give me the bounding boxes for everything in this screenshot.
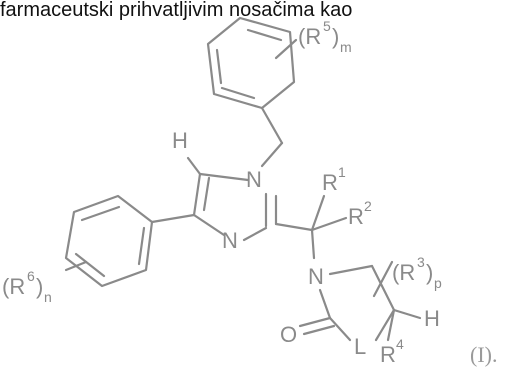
r6-substituent: (R 6 ) n — [2, 268, 52, 305]
svg-text:p: p — [434, 275, 442, 291]
c-n-ring-bond — [310, 228, 316, 260]
svg-text:4: 4 — [396, 336, 404, 352]
svg-text:(R: (R — [298, 24, 321, 49]
atom-oxygen: O — [280, 322, 297, 347]
caption-text: farmaceutski prihvatljivim nosačima kao — [0, 0, 352, 21]
c-r2-bond — [310, 216, 348, 232]
svg-text:): ) — [36, 274, 43, 299]
svg-text:R: R — [380, 342, 396, 367]
svg-text:(R: (R — [392, 260, 415, 285]
carbonyl-double-bond — [302, 324, 336, 336]
svg-text:R: R — [322, 170, 338, 195]
svg-text:(R: (R — [2, 274, 25, 299]
svg-text:1: 1 — [338, 164, 346, 180]
lower-phenyl-ring — [64, 194, 154, 288]
atom-n-imidazole-3: N — [222, 228, 238, 253]
stereo-r4-bond — [386, 308, 396, 342]
svg-text:2: 2 — [364, 198, 372, 214]
atom-n-imidazole-1: N — [246, 167, 262, 192]
imidazole-ring — [192, 172, 278, 242]
atom-n-ring: N — [308, 264, 324, 289]
r3-bond — [372, 260, 394, 298]
benzyl-phenyl-ring — [206, 16, 296, 110]
stereo-h-bond — [392, 308, 422, 320]
phenyl-imidazole-bond — [150, 213, 196, 224]
benzyl-ch2-bond — [260, 106, 284, 145]
svg-text:n: n — [44, 289, 52, 305]
svg-text:5: 5 — [323, 18, 331, 34]
r3-substituent: (R 3 ) p — [392, 254, 442, 291]
svg-text:): ) — [332, 24, 339, 49]
c-r1-bond — [310, 194, 326, 232]
atom-h-stereo: H — [424, 306, 440, 331]
svg-text:6: 6 — [27, 268, 35, 284]
r5-substituent: (R 5 ) m — [298, 18, 352, 55]
lactam-ring — [318, 264, 396, 342]
formula-label: (I). — [470, 342, 497, 367]
svg-text:R: R — [348, 204, 364, 229]
r4-substituent: R 4 — [380, 336, 404, 367]
svg-text:): ) — [426, 260, 433, 285]
imidazole-h-bond — [186, 156, 202, 176]
r2-substituent: R 2 — [348, 198, 372, 229]
atom-h-imidazole: H — [172, 128, 188, 153]
atom-linker-l: L — [354, 334, 366, 359]
imidazole-c-bond — [274, 222, 314, 232]
r5-bond — [274, 38, 298, 60]
carbonyl-bond — [298, 316, 332, 328]
r1-substituent: R 1 — [322, 164, 346, 195]
r6-bond — [64, 260, 88, 272]
ch2-n1-bond — [260, 141, 284, 168]
svg-text:m: m — [340, 39, 352, 55]
svg-text:3: 3 — [417, 254, 425, 270]
